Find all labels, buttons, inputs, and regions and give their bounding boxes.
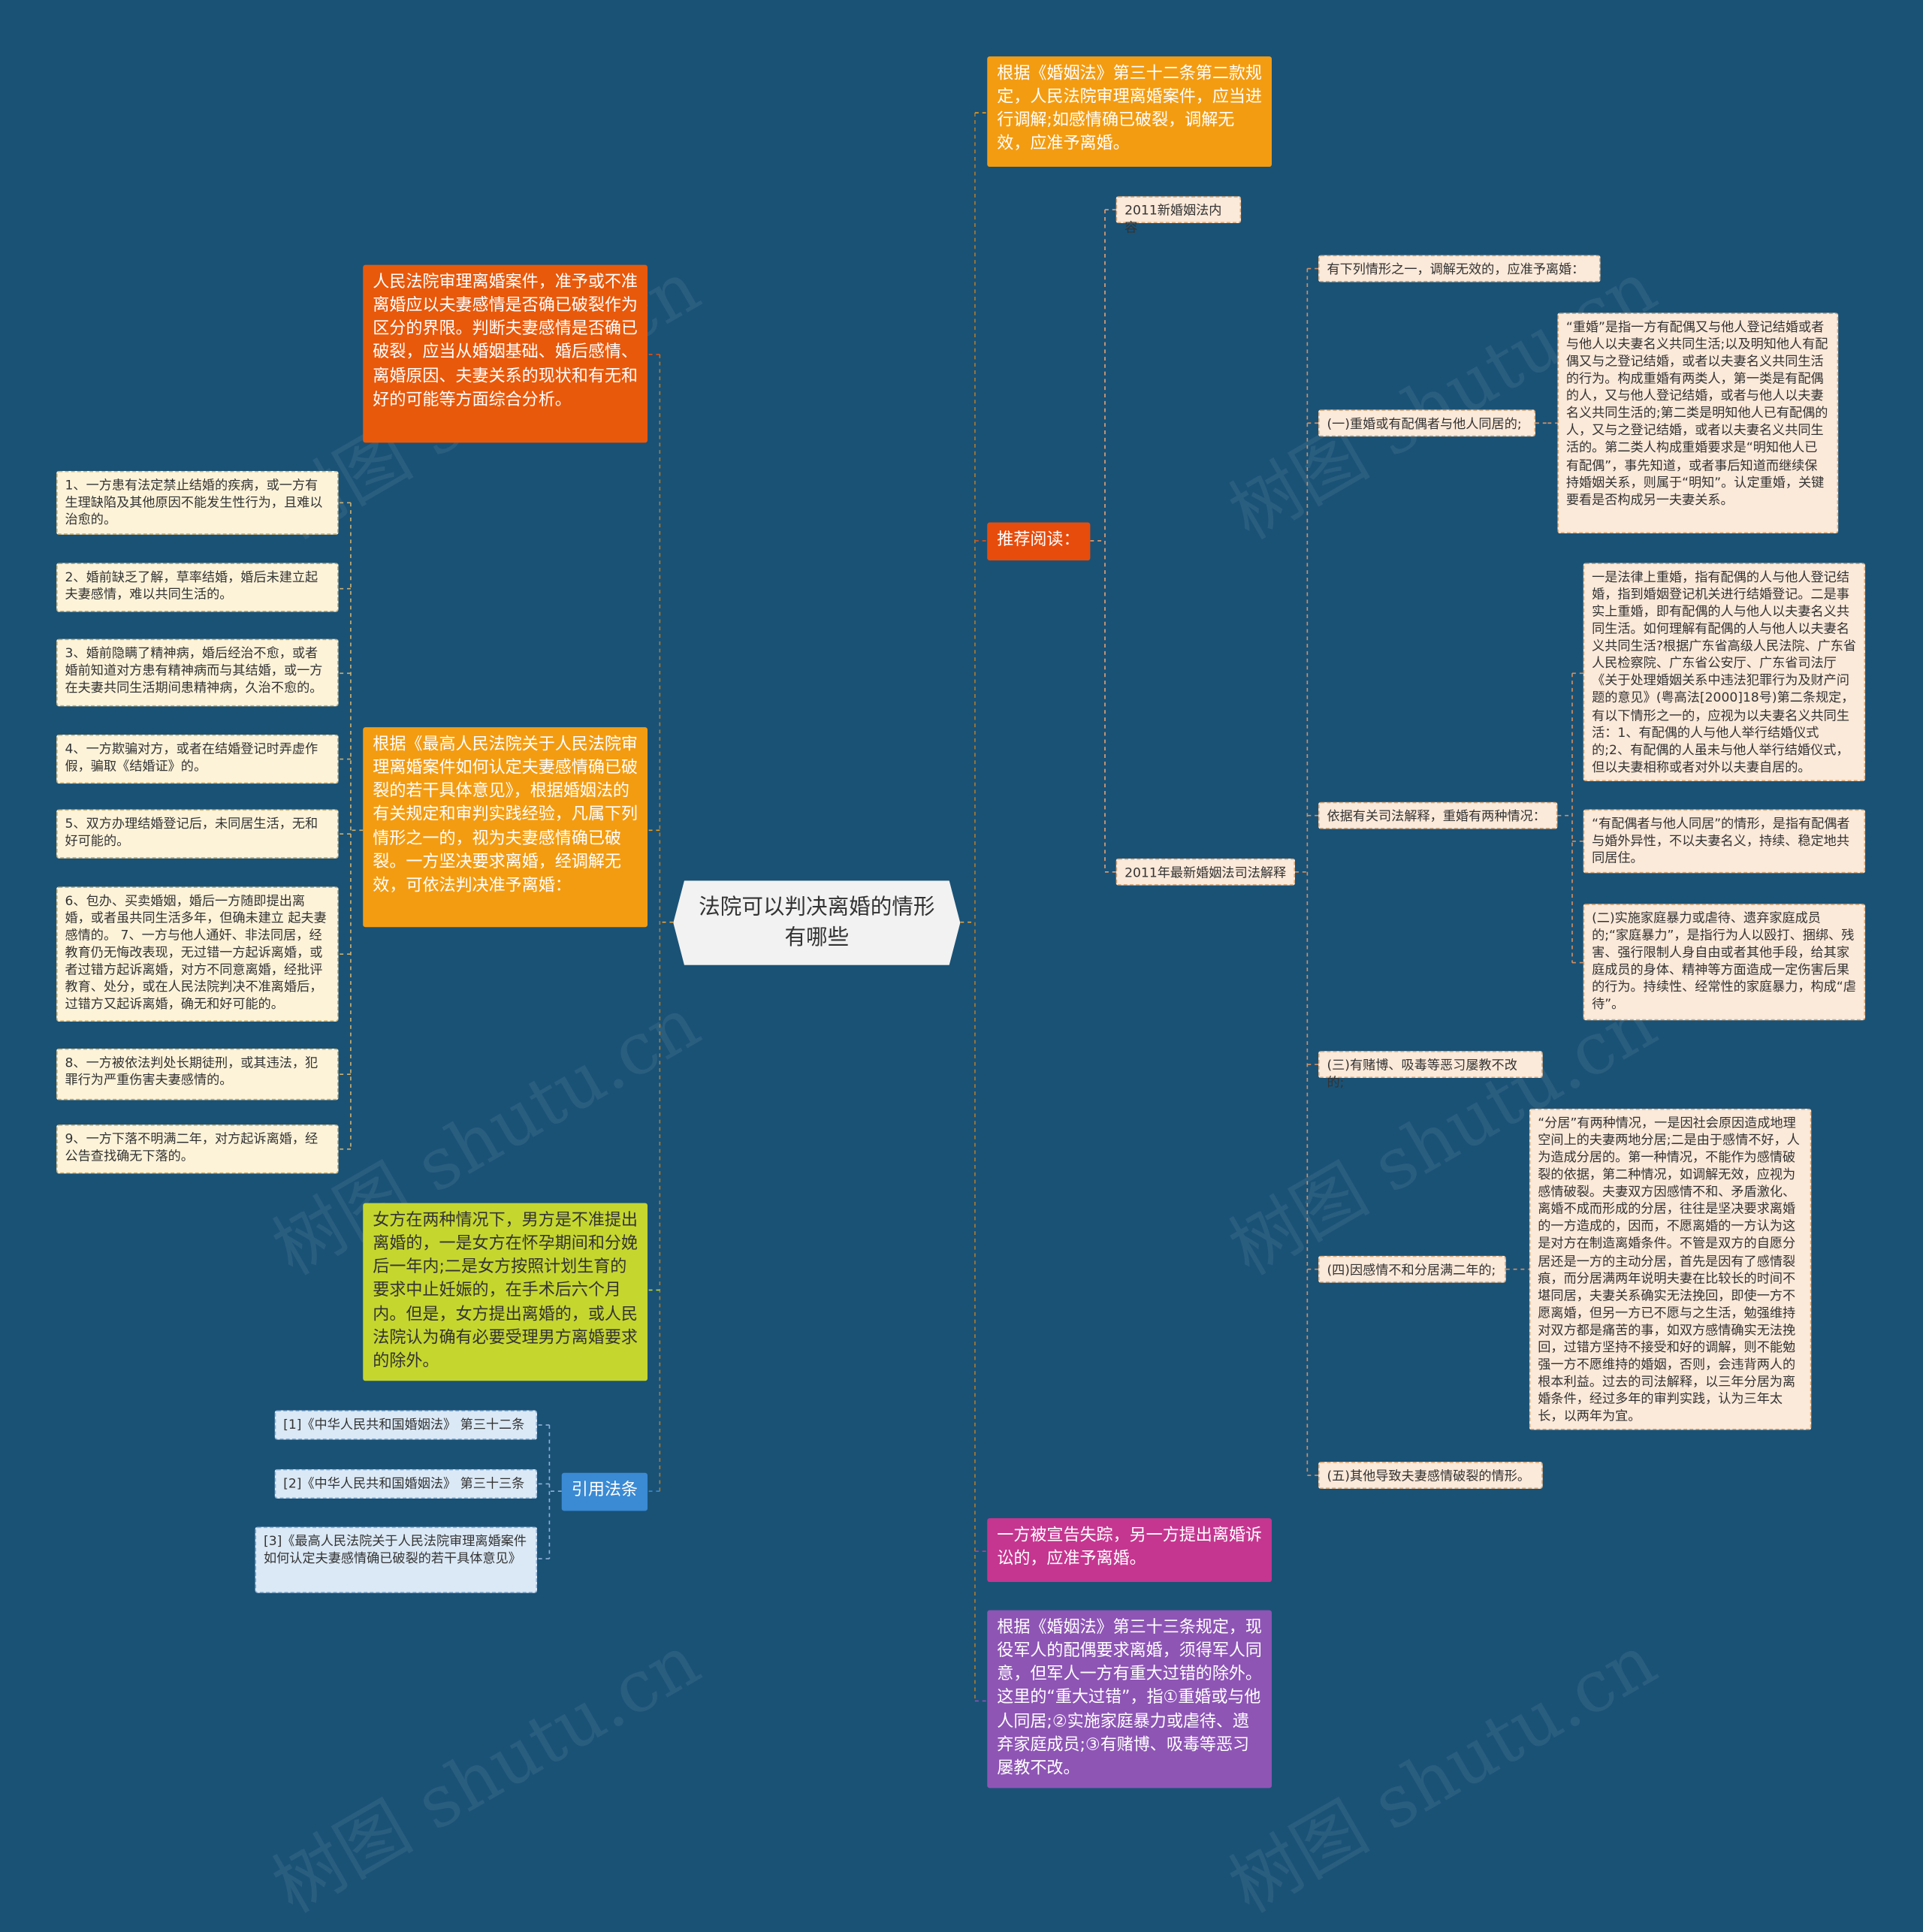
article32-node[interactable]: 根据《婚姻法》第三十二条第二款规定，人民法院审理离婚案件，应当进行调解;如感情确… [987, 56, 1272, 168]
r2011-interp-node[interactable]: 2011年最新婚姻法司法解释 [1115, 858, 1296, 886]
judicial-a-node[interactable]: 一是法律上重婚，指有配偶的人与他人登记结婚，指到婚姻登记机关进行结婚登记。二是事… [1583, 563, 1866, 781]
opinion-item-3[interactable]: 3、婚前隐瞒了精神病，婚后经治不愈，或者婚前知道对方患有精神病而与其结婚，或一方… [56, 638, 339, 707]
article33-node[interactable]: 根据《婚姻法》第三十三条规定，现役军人的配偶要求离婚，须得军人同意，但军人一方有… [987, 1610, 1272, 1789]
recommend-node[interactable]: 推荐阅读： [987, 522, 1091, 561]
opinion-item-4[interactable]: 4、一方欺骗对方，或者在结婚登记时弄虚作假，骗取《结婚证》的。 [56, 734, 339, 784]
condition-1-detail[interactable]: “重婚”是指一方有配偶又与他人登记结婚或者与他人以夫妻名义共同生活;以及明知他人… [1557, 312, 1839, 534]
missing-person-node[interactable]: 一方被宣告失踪，另一方提出离婚诉讼的，应准予离婚。 [987, 1518, 1272, 1583]
ref-1[interactable]: [1]《中华人民共和国婚姻法》 第三十二条 [274, 1410, 538, 1440]
r2011-content-node[interactable]: 2011新婚姻法内容 [1115, 196, 1242, 236]
opinion-item-2[interactable]: 2、婚前缺乏了解，草率结婚，婚后未建立起夫妻感情，难以共同生活的。 [56, 563, 339, 612]
interp-intro-node[interactable]: 有下列情形之一，调解无效的，应准予离婚： [1318, 255, 1601, 282]
condition-4-detail[interactable]: “分居”有两种情况，一是因社会原因造成地理空间上的夫妻两地分居;二是由于感情不好… [1529, 1108, 1812, 1430]
opinion-item-8[interactable]: 8、一方被依法判处长期徒刑，或其违法，犯罪行为严重伤害夫妻感情的。 [56, 1048, 339, 1100]
principle-node[interactable]: 人民法院审理离婚案件，准予或不准离婚应以夫妻感情是否确已破裂作为区分的界限。判断… [363, 264, 648, 443]
opinion-item-5[interactable]: 5、双方办理结婚登记后，未同居生活，无和好可能的。 [56, 809, 339, 859]
opinion-item-1[interactable]: 1、一方患有法定禁止结婚的疾病，或一方有生理缺陷及其他原因不能发生性行为，且难以… [56, 470, 339, 535]
opinion-item-6-7[interactable]: 6、包办、买卖婚姻，婚后一方随即提出离婚，或者虽共同生活多年，但确未建立 起夫妻… [56, 886, 339, 1022]
condition-1-node[interactable]: (一)重婚或有配偶者与他人同居的; [1318, 409, 1536, 437]
condition-4-node[interactable]: (四)因感情不和分居满二年的; [1318, 1255, 1506, 1283]
center-title: 法院可以判决离婚的情形有哪些 [699, 895, 935, 950]
condition-5-node[interactable]: (五)其他导致夫妻感情破裂的情形。 [1318, 1462, 1543, 1489]
center-topic[interactable]: 法院可以判决离婚的情形有哪些 [673, 880, 961, 965]
ref-2[interactable]: [2]《中华人民共和国婚姻法》 第三十三条 [274, 1469, 538, 1499]
condition-3-node[interactable]: (三)有赌博、吸毒等恶习屡教不改的; [1318, 1051, 1543, 1090]
mindmap-canvas: 树图 shutu.cn 树图 shutu.cn 树图 shutu.cn 树图 s… [56, 56, 1866, 1929]
ref-3[interactable]: [3]《最高人民法院关于人民法院审理离婚案件如何认定夫妻感情确已破裂的若干具体意… [255, 1526, 538, 1593]
opinion-node[interactable]: 根据《最高人民法院关于人民法院审理离婚案件如何认定夫妻感情确已破裂的若干具体意见… [363, 727, 648, 928]
opinion-item-9[interactable]: 9、一方下落不明满二年，对方起诉离婚，经公告查找确无下落的。 [56, 1124, 339, 1174]
condition-2-node[interactable]: (二)实施家庭暴力或虐待、遗弃家庭成员的;“家庭暴力”，是指行为人以殴打、捆绑、… [1583, 904, 1866, 1021]
connector-lines [338, 112, 1583, 1702]
cite-law-node[interactable]: 引用法条 [561, 1472, 648, 1511]
women-protection-node[interactable]: 女方在两种情况下，男方是不准提出离婚的，一是女方在怀孕期间和分娩后一年内;二是女… [363, 1203, 648, 1381]
judicial-node[interactable]: 依据有关司法解释，重婚有两种情况： [1318, 801, 1558, 829]
judicial-b-node[interactable]: “有配偶者与他人同居”的情形，是指有配偶者与婚外异性，不以夫妻名义，持续、稳定地… [1583, 809, 1866, 874]
